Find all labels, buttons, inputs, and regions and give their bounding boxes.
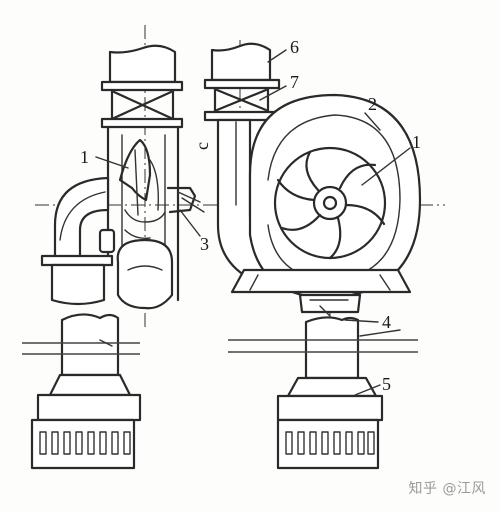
right-water-surface [228,329,418,353]
right-coupling [203,86,281,122]
callout-3: 3 [200,234,209,254]
left-strainer-slots [39,431,131,455]
right-strainer-slots [285,431,375,455]
leader-lines [95,49,411,396]
left-elbow-pipe [40,176,116,306]
pump-base [230,268,412,294]
callout-1-right: 1 [412,132,421,152]
impeller [273,146,387,260]
right-bottom-nozzle [298,293,362,317]
left-suction-pipe [30,313,142,470]
callout-4: 4 [382,312,391,332]
callout-2: 2 [368,94,377,114]
left-water-surface [22,339,140,355]
callout-c: c [192,142,212,150]
watermark: 知乎 @江风 [408,481,486,497]
right-top-shaft [203,42,281,90]
right-suction-pipe [276,316,384,470]
left-pump-column [106,125,205,302]
left-pump-bulb [116,238,174,310]
callout-7: 7 [290,72,299,92]
callout-1-left: 1 [80,147,89,167]
callout-6: 6 [290,37,299,57]
left-top-shaft [100,44,184,92]
callout-5: 5 [382,374,391,394]
left-coupling [100,88,184,129]
